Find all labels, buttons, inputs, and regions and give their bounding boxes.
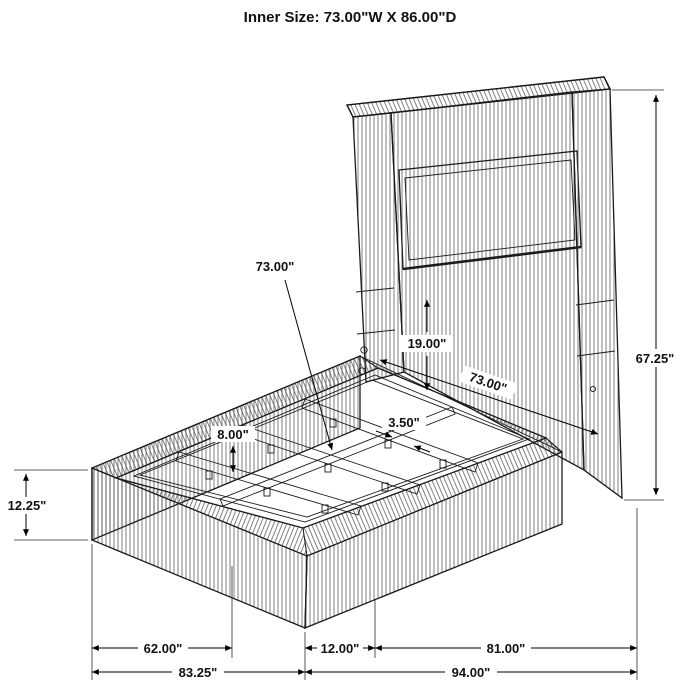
cross-slat bbox=[175, 451, 362, 516]
dim-slat-length-callout: 73.00" bbox=[247, 258, 334, 451]
dimension-label: 12.25" bbox=[8, 498, 47, 513]
dim-headboard-height: 67.25" bbox=[612, 89, 682, 501]
leader-line bbox=[284, 279, 334, 451]
dimension-line bbox=[379, 359, 599, 435]
label-bg bbox=[172, 664, 224, 680]
label-bg bbox=[445, 664, 497, 680]
left-rail-top bbox=[92, 356, 378, 478]
dimension-label: 81.00" bbox=[487, 641, 526, 656]
dimension-line bbox=[413, 445, 431, 453]
dimension-line bbox=[375, 430, 393, 438]
label-bg bbox=[481, 640, 531, 656]
dimension-label: 19.00" bbox=[408, 336, 447, 351]
footboard-face bbox=[92, 468, 307, 628]
right-rail-face bbox=[305, 452, 562, 628]
bed-base bbox=[90, 355, 563, 629]
dimension-label: 73.00" bbox=[256, 259, 295, 274]
right-rail-top bbox=[303, 438, 562, 556]
headboard-left-post bbox=[353, 113, 404, 382]
dim-panel-height: 19.00" bbox=[401, 300, 453, 390]
dimension-label: 67.25" bbox=[636, 351, 675, 366]
dimension-label: 12.00" bbox=[321, 641, 360, 656]
dim-rail-height: 8.00" bbox=[211, 426, 255, 472]
post-block-seams bbox=[355, 287, 616, 357]
label-bg bbox=[382, 414, 426, 430]
label-bg bbox=[317, 640, 363, 656]
dim-base-height: 12.25" bbox=[2, 469, 88, 541]
headboard bbox=[346, 76, 623, 500]
label-bg bbox=[458, 365, 518, 400]
label-bg bbox=[138, 640, 188, 656]
dimension-label: 3.50" bbox=[388, 415, 419, 430]
label-bg bbox=[211, 426, 255, 442]
dim-outer-depth: 94.00" bbox=[305, 664, 637, 680]
dimension-label: 83.25" bbox=[179, 665, 218, 680]
dim-footboard-depth: 12.00" bbox=[305, 640, 375, 656]
cross-slat bbox=[301, 398, 479, 473]
headboard-right-post-outline bbox=[571, 88, 623, 500]
dim-slat-span: 62.00" bbox=[92, 640, 232, 656]
bolt-hole-icon bbox=[360, 346, 368, 354]
label-bg bbox=[2, 497, 52, 514]
dimension-label: 62.00" bbox=[144, 641, 183, 656]
dim-slat-width: 3.50" bbox=[375, 414, 431, 453]
dimension-label: 8.00" bbox=[217, 427, 248, 442]
dim-outer-width: 83.25" bbox=[92, 664, 305, 680]
label-bg bbox=[401, 335, 453, 352]
diagram-title: Inner Size: 73.00"W X 86.00"D bbox=[244, 9, 457, 26]
label-bg bbox=[247, 258, 303, 275]
label-bg bbox=[628, 349, 682, 367]
headboard-panel-inner bbox=[404, 159, 576, 261]
dim-rail-length: 81.00" bbox=[375, 640, 637, 656]
headboard-panel-shadow bbox=[402, 245, 582, 271]
dimension-label: 94.00" bbox=[452, 665, 491, 680]
